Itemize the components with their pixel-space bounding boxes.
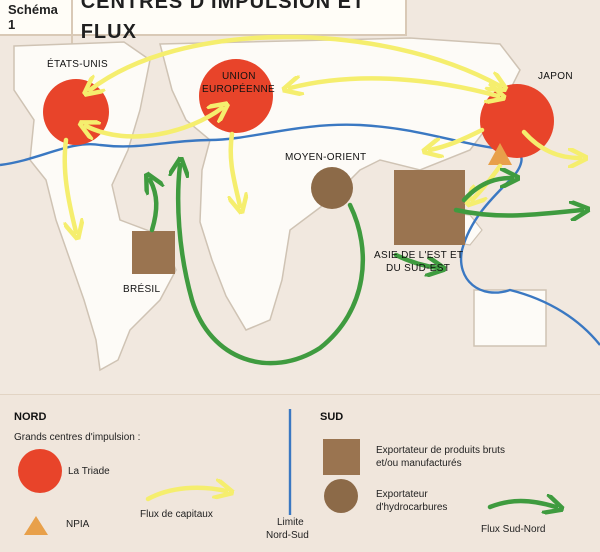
legend-capital-flow-swatch [145, 488, 226, 502]
north-south-limit-line [0, 123, 600, 346]
legend-npia-label: NPIA [66, 519, 90, 530]
legend-panel: NORD Grands centres d'impulsion : La Tri… [0, 394, 600, 552]
label-usa: ÉTATS-UNIS [47, 59, 108, 70]
south-north-flow-asia-east [453, 210, 582, 215]
legend-limit-line2: Nord-Sud [266, 530, 309, 541]
capital-flow-eu-japan [290, 78, 498, 96]
legend-hydrocarbon-swatch [324, 479, 358, 513]
label-middle-east: MOYEN-ORIENT [285, 152, 367, 163]
capital-flow-eu-south [231, 131, 240, 206]
legend-exporter-line1: Exportateur de produits bruts [376, 445, 505, 456]
capital-flow-usa-south [62, 137, 76, 232]
legend-sud-heading: SUD [320, 411, 344, 423]
triade-usa-circle [43, 79, 109, 145]
capital-flow-usa-japan [90, 34, 500, 90]
world-map [0, 34, 600, 372]
south-north-flow-asia-north [461, 178, 512, 203]
asia-exporter-square [394, 170, 465, 245]
legend-hydrocarbon-line2: d'hydrocarbures [376, 502, 448, 513]
middle-east-hydrocarbon-circle [311, 167, 353, 209]
legend-south-north-swatch [487, 501, 556, 507]
legend-hydrocarbon-line1: Exportateur [376, 489, 428, 500]
legend-nord-heading: NORD [14, 411, 47, 423]
label-japan: JAPON [538, 71, 573, 82]
brazil-exporter-square [132, 231, 175, 274]
legend-exporter-line2: et/ou manufacturés [376, 458, 462, 469]
label-asia-line2: DU SUD-EST [386, 263, 451, 274]
legend-limit-line1: Limite [277, 517, 304, 528]
south-north-flow-brazil [150, 180, 156, 233]
legend-south-north-label: Flux Sud-Nord [481, 524, 546, 535]
legend-graphics [18, 409, 600, 535]
label-brazil: BRÉSIL [123, 284, 161, 295]
schema-title: CENTRES D'IMPULSION ET FLUX [70, 0, 405, 47]
south-north-flow-asia-east-2 [393, 252, 438, 268]
legend-triade-swatch [18, 449, 62, 493]
label-eu-line1: UNION [222, 71, 256, 82]
capital-flow-japan-west [430, 127, 485, 150]
legend-centres-label: Grands centres d'impulsion : [14, 432, 141, 443]
capital-flow-japan-east [521, 129, 580, 158]
npia-triangle [488, 143, 512, 165]
legend-npia-swatch [24, 516, 48, 535]
title-bar: Schéma 1 CENTRES D'IMPULSION ET FLUX [0, 0, 407, 47]
legend-exporter-swatch [323, 439, 360, 475]
label-asia-line1: ASIE DE L'EST ET [374, 250, 464, 261]
legend-capital-flow-label: Flux de capitaux [140, 509, 213, 520]
capital-flow-usa-eu [86, 108, 222, 136]
label-eu-line2: EUROPÉENNE [202, 84, 276, 95]
continent-australia [473, 289, 547, 347]
south-north-flow-middle-east [178, 165, 366, 366]
legend-triade-label: La Triade [68, 466, 110, 477]
schema-number: Schéma 1 [8, 2, 58, 32]
